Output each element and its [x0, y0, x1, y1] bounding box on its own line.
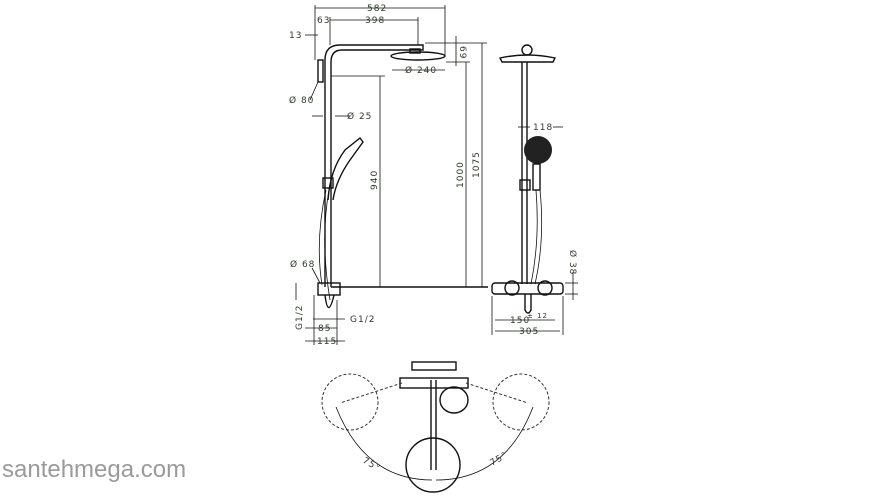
- dim-398: 398: [365, 16, 385, 26]
- dim-1075: 1075: [472, 151, 482, 178]
- side-view-labels: 118 Ø 38 150 ± 12 305: [510, 123, 578, 337]
- dim-dia-25: Ø 25: [347, 111, 372, 122]
- dim-940: 940: [370, 170, 380, 190]
- dim-13: 13: [289, 31, 302, 41]
- thermostat-body: [317, 282, 341, 296]
- thermostat-side: [491, 282, 564, 295]
- dim-305: 305: [519, 327, 539, 337]
- dim-g12-inlet: G1/2: [295, 305, 305, 330]
- overhead-shower-top: [405, 437, 461, 493]
- angle-right-75: 75°: [489, 450, 510, 468]
- dim-1000: 1000: [456, 161, 466, 188]
- front-view: [295, 5, 488, 345]
- dim-63: 63: [317, 16, 330, 26]
- hand-shower-face: [524, 136, 552, 164]
- dim-118: 118: [533, 123, 553, 133]
- dim-dia-240: Ø 240: [405, 65, 437, 76]
- dim-tolerance-12: ± 12: [527, 312, 548, 320]
- dim-85: 85: [318, 324, 331, 334]
- top-view: [321, 361, 550, 493]
- overhead-shower-side: [498, 54, 557, 63]
- front-view-labels: 582 63 398 13 Ø 80 Ø 25 69 Ø 240 940 100…: [289, 4, 482, 347]
- dim-dia-80: Ø 80: [289, 95, 314, 106]
- wall-bracket: [317, 59, 324, 83]
- side-view: [491, 44, 578, 335]
- dim-150: 150: [510, 316, 530, 326]
- dim-dia-38: Ø 38: [567, 250, 578, 275]
- watermark: santehmega.com: [2, 456, 187, 483]
- dim-582: 582: [367, 4, 387, 14]
- angle-left-75: 75°: [361, 456, 382, 474]
- hand-shower: [327, 137, 364, 201]
- dim-115: 115: [317, 337, 337, 347]
- dim-dia-68: Ø 68: [290, 259, 315, 270]
- thermostat-top: [399, 377, 469, 389]
- wall-plate: [411, 361, 457, 371]
- shower-pole: [324, 44, 424, 287]
- dim-69: 69: [457, 46, 467, 59]
- dim-g12-outlet: G1/2: [350, 315, 375, 325]
